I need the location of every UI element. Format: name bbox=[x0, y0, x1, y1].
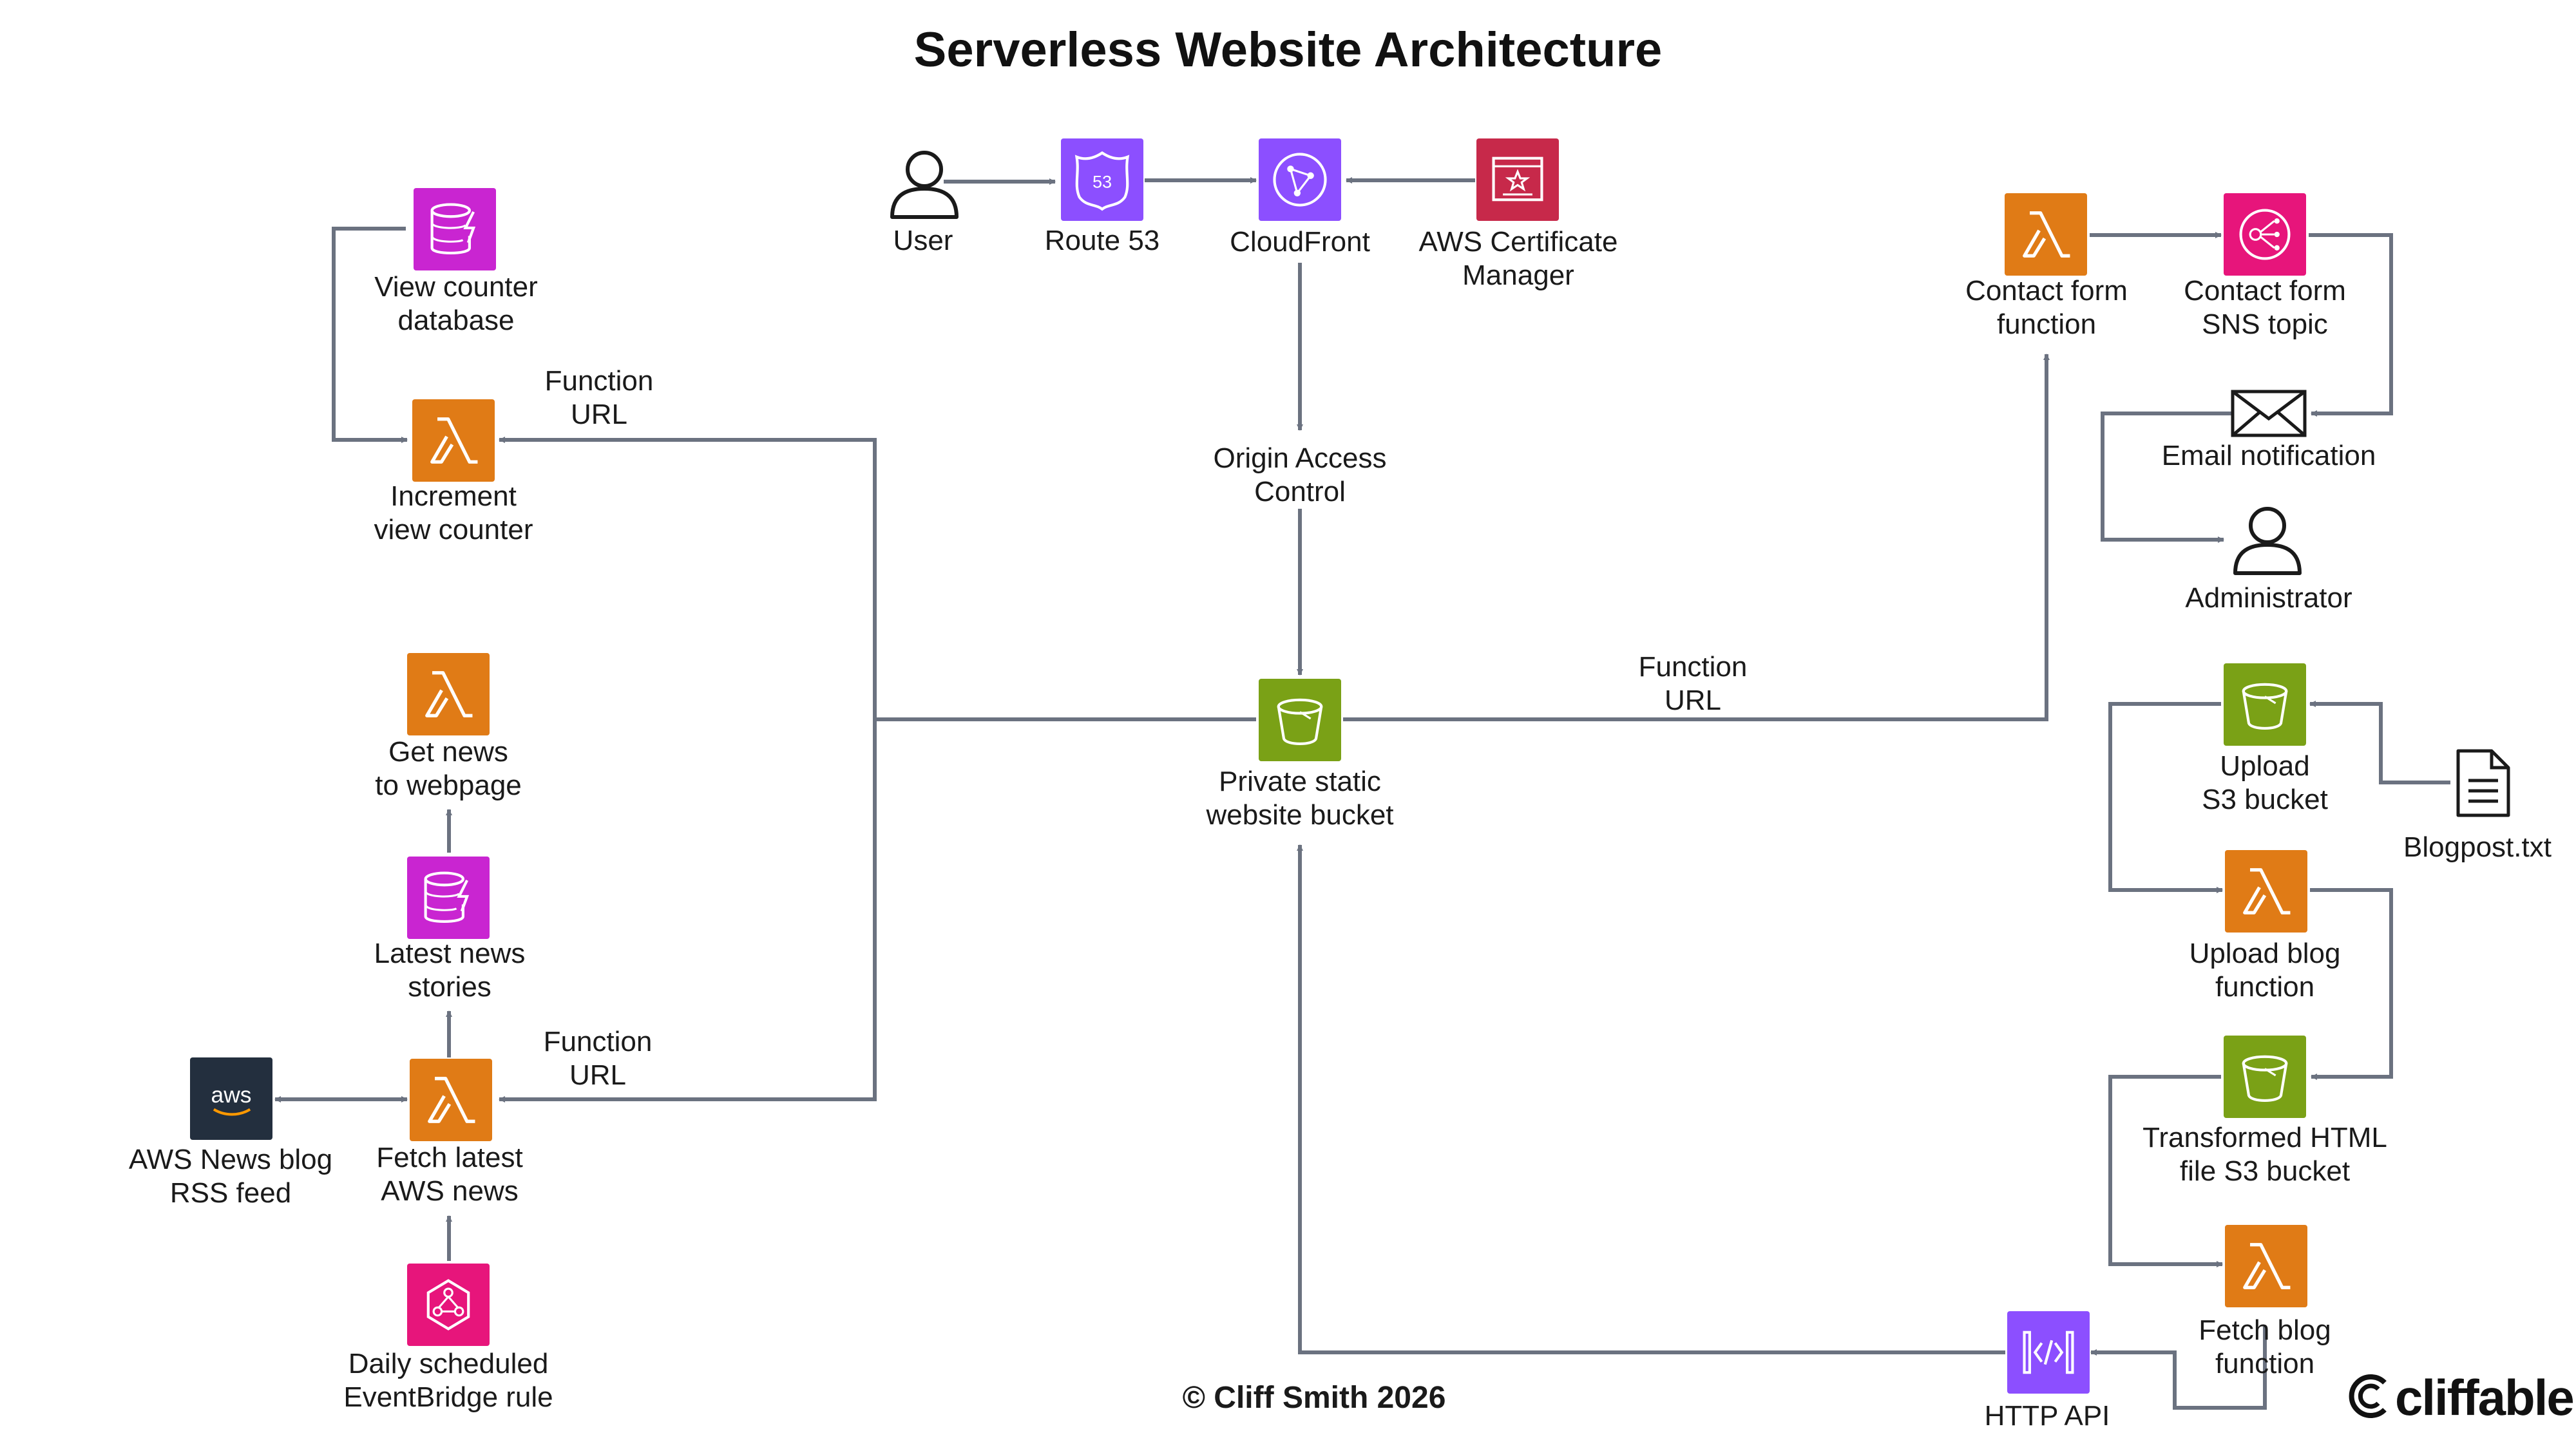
lambda-icon bbox=[2243, 868, 2291, 914]
admin-node bbox=[2229, 501, 2306, 578]
fetch-fn-node bbox=[410, 1059, 492, 1141]
edge-sns-email bbox=[2309, 233, 2393, 417]
acm-node bbox=[1476, 138, 1559, 221]
diagram-title: Serverless Website Architecture bbox=[913, 23, 1663, 77]
news-db-node bbox=[407, 857, 490, 939]
svg-text:53: 53 bbox=[1092, 172, 1112, 191]
lambda-icon bbox=[430, 417, 478, 464]
http-api-node bbox=[2007, 1311, 2090, 1394]
aws-logo-icon: aws bbox=[211, 1083, 252, 1116]
edge-upload-bucket-fn bbox=[2108, 702, 2223, 893]
envelope-icon bbox=[2231, 390, 2307, 437]
sns-node bbox=[2224, 193, 2306, 276]
inc-fn-node bbox=[412, 399, 495, 482]
eventbridge-node bbox=[407, 1264, 490, 1346]
cloudfront-icon bbox=[1273, 153, 1327, 207]
lambda-icon bbox=[2243, 1243, 2291, 1289]
html-bucket-node bbox=[2224, 1036, 2306, 1118]
edge-trunk-inc bbox=[499, 437, 877, 719]
route53-label: Route 53 bbox=[1044, 225, 1160, 256]
admin-label: Administrator bbox=[2185, 582, 2352, 614]
dynamodb-icon bbox=[430, 203, 476, 254]
http-api-label: HTTP API bbox=[1984, 1400, 2110, 1432]
email-node bbox=[2230, 389, 2307, 438]
user-node bbox=[886, 145, 963, 222]
s3-bucket-icon bbox=[1277, 698, 1323, 745]
copyright-footer: © Cliff Smith 2026 bbox=[1182, 1381, 1446, 1415]
edge-bucket-contact bbox=[1343, 354, 2050, 721]
brand-mark-icon bbox=[2345, 1371, 2395, 1421]
upload-fn-node bbox=[2225, 850, 2307, 933]
blogpost-node bbox=[2454, 747, 2512, 819]
lambda-icon bbox=[2023, 211, 2070, 258]
edge-html-fetch-blog bbox=[2108, 1075, 2223, 1267]
lambda-icon bbox=[425, 671, 473, 717]
bucket-node bbox=[1259, 679, 1341, 761]
upload-bucket-node bbox=[2224, 663, 2306, 746]
edge-api-bucket bbox=[1297, 844, 2005, 1354]
edge-trunk-fetch bbox=[499, 719, 877, 1103]
email-label: Email notification bbox=[2161, 440, 2376, 471]
route53-icon: 53 bbox=[1074, 151, 1130, 211]
user-icon bbox=[890, 151, 959, 219]
edge-fetch-blog-api bbox=[2090, 1327, 2267, 1410]
svg-text:aws: aws bbox=[211, 1083, 252, 1108]
rss-node: aws bbox=[190, 1057, 272, 1140]
edge-upload-fn-html bbox=[2310, 888, 2393, 1080]
cloudfront-label: CloudFront bbox=[1230, 226, 1370, 258]
user-label: User bbox=[893, 225, 953, 256]
fetch-blog-fn-node bbox=[2225, 1225, 2307, 1307]
s3-bucket-icon bbox=[2242, 683, 2288, 730]
edge-view-db-inc bbox=[332, 227, 408, 443]
dynamodb-icon bbox=[424, 871, 470, 923]
brand-name: cliffable bbox=[2395, 1369, 2575, 1426]
news-fn-node bbox=[407, 653, 490, 735]
user-icon bbox=[2233, 507, 2302, 575]
view-db-node bbox=[414, 188, 496, 270]
cloudfront-node bbox=[1259, 138, 1341, 221]
contact-fn-node bbox=[2005, 193, 2087, 276]
s3-bucket-icon bbox=[2242, 1055, 2288, 1102]
brand-logo: cliffable bbox=[2345, 1368, 2575, 1427]
api-gateway-icon bbox=[2023, 1331, 2074, 1374]
document-icon bbox=[2456, 749, 2510, 817]
sns-icon bbox=[2239, 209, 2291, 260]
edge-email-admin bbox=[2101, 412, 2233, 543]
edge-blogpost-upload bbox=[2309, 701, 2450, 784]
certificate-manager-icon bbox=[1492, 156, 1543, 202]
lambda-icon bbox=[428, 1077, 475, 1123]
blogpost-label: Blogpost.txt bbox=[2403, 831, 2552, 863]
eventbridge-icon bbox=[426, 1279, 470, 1331]
route53-node: 53 bbox=[1061, 138, 1143, 221]
